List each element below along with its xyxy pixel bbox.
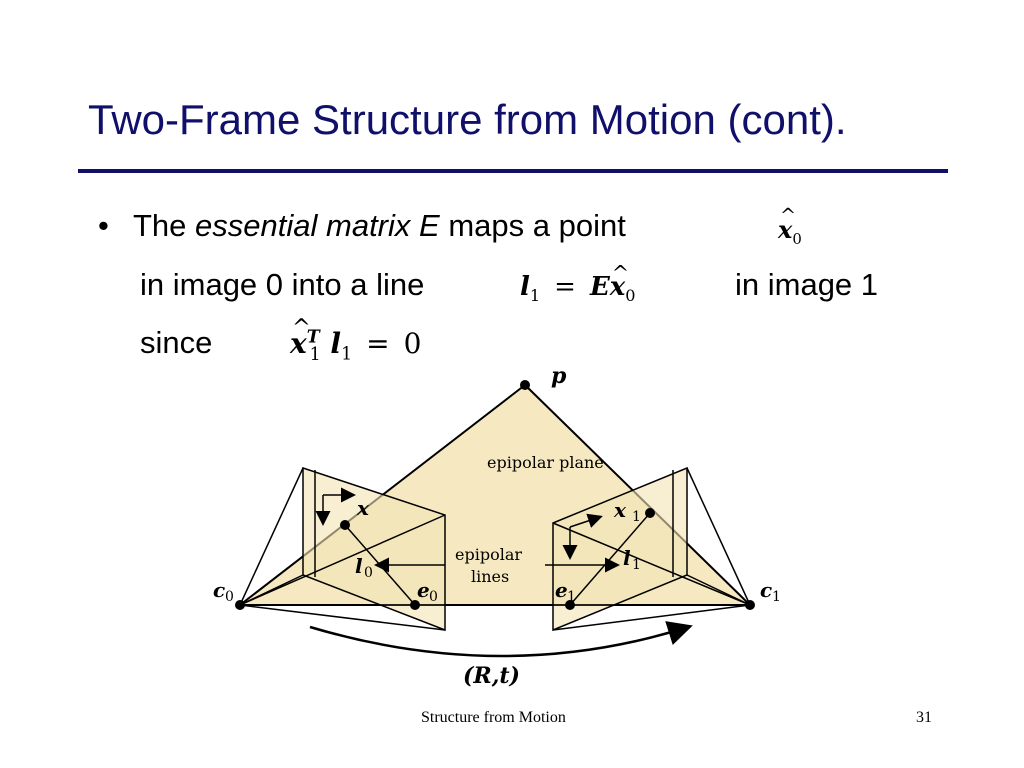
motion-arc [309,621,693,658]
bullet-line-2-start: in image 0 into a line [140,267,425,302]
bullet-line-1: The essential matrix E maps a point [133,208,626,244]
footer-title: Structure from Motion [421,709,566,726]
label-l1: l [623,546,631,570]
bullet-term: essential matrix E [195,208,440,243]
point-e0 [410,600,420,610]
point-c1 [745,600,755,610]
label-c1: c [760,578,772,602]
bullet-line-3: since [140,325,213,360]
point-x0 [340,520,350,530]
label-x1-sub: 1 [632,509,641,525]
label-epipolar: epipolar [455,545,522,564]
label-lines: lines [471,567,509,586]
camera-1 [552,466,751,632]
bullet-after-term: maps a point [448,208,626,243]
bullet-lead: The [133,208,187,243]
slide-title: Two-Frame Structure from Motion (cont). [88,96,847,143]
label-c0: c [213,578,225,602]
label-c1-sub: 1 [772,589,781,605]
epipolar-geometry-figure: p epipolar plane epipolar lines x x 1 l … [213,365,781,689]
label-l0: l [355,554,363,578]
bullet-dot: • [98,208,109,243]
label-e0: e [417,578,430,602]
label-e1: e [555,578,568,602]
footer-page-number: 31 [916,709,932,726]
math-x0-hat: x0 [778,204,802,247]
label-e0-sub: 0 [429,589,438,605]
label-l1-sub: 1 [632,557,641,573]
points [235,380,755,610]
point-x1 [645,508,655,518]
label-p: p [551,365,567,389]
point-p [520,380,530,390]
image-axes [315,487,603,560]
bullet-line-2-end: in image 1 [735,267,879,302]
label-c0-sub: 0 [225,589,234,605]
math-constraint-eq: xT1 l1=0 [290,315,421,365]
point-c0 [235,600,245,610]
label-e1-sub: 1 [567,589,576,605]
label-x0: x [356,496,370,520]
point-e1 [565,600,575,610]
camera-0 [239,466,446,632]
math-epipolar-line-eq: l1=Ex0 [520,261,636,306]
label-epipolar-plane: epipolar plane [487,453,604,472]
label-l0-sub: 0 [364,565,373,581]
title-underline [78,169,948,173]
label-motion: (R,t) [463,663,520,689]
label-x1: x [613,498,627,522]
